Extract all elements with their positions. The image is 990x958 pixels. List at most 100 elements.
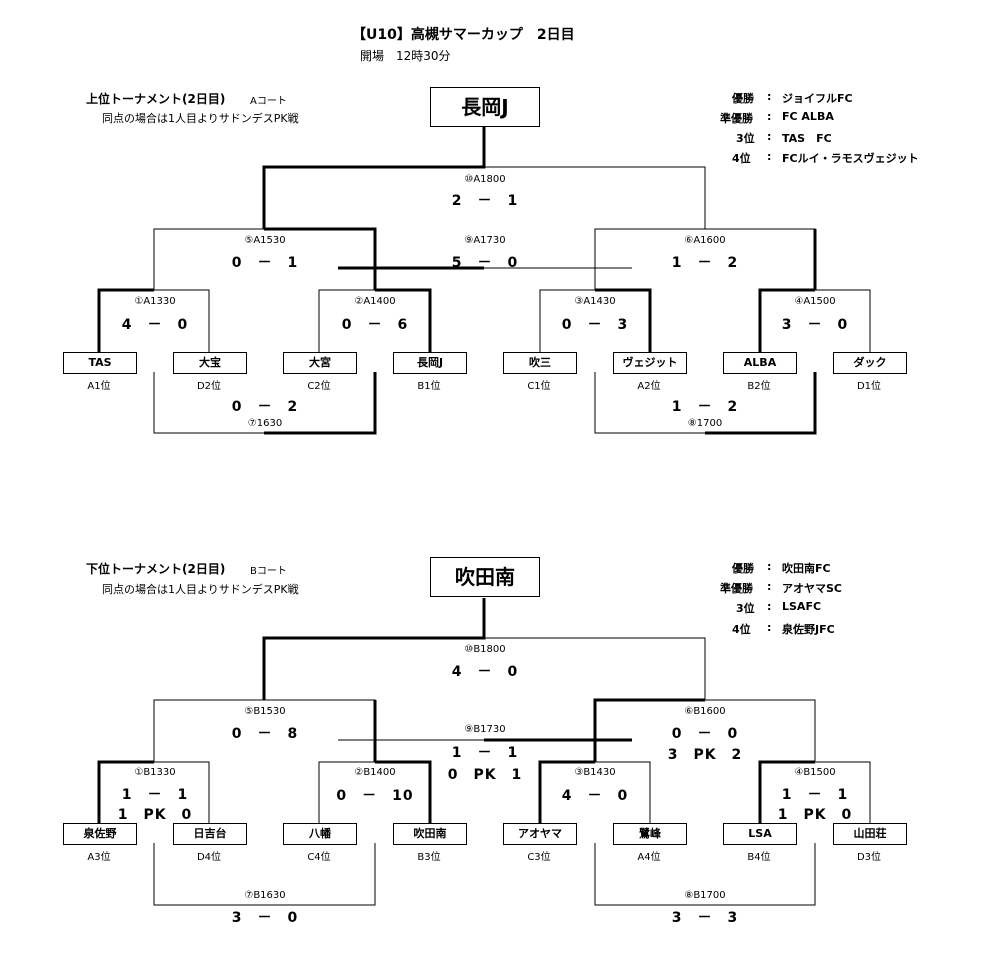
lower-team-6: 鷺峰 bbox=[613, 823, 687, 845]
lower-match-1-label: ①B1330 bbox=[134, 767, 176, 778]
upper-result-team: FC ALBA bbox=[782, 110, 834, 123]
upper-champion-box: 長岡J bbox=[430, 87, 540, 127]
lower-match-4-label: ④B1500 bbox=[794, 767, 836, 778]
lower-result-team: 泉佐野JFC bbox=[782, 623, 835, 636]
upper-result-rank: 準優勝 bbox=[720, 112, 753, 125]
upper-match-3-label: ③A1430 bbox=[574, 296, 616, 307]
upper-section-title: 上位トーナメント(2日目) bbox=[86, 92, 226, 106]
upper-team-4: 長岡J bbox=[393, 352, 467, 374]
lower-team-5-seed: C3位 bbox=[527, 852, 551, 863]
lower-result-rank: 準優勝 bbox=[720, 582, 753, 595]
upper-match-7-label: ⑦1630 bbox=[247, 418, 283, 429]
lower-team-7-seed: B4位 bbox=[747, 852, 771, 863]
upper-result-team: TAS FC bbox=[782, 132, 832, 145]
lower-team-8-seed: D3位 bbox=[856, 852, 882, 863]
lower-match-2-score: 0 － 10 bbox=[336, 788, 414, 804]
upper-result-rank: 4位 bbox=[732, 152, 751, 165]
upper-result-colon: : bbox=[767, 110, 772, 123]
upper-match-4-score: 3 － 0 bbox=[781, 317, 849, 333]
lower-team-6-seed: A4位 bbox=[637, 852, 661, 863]
lower-team-3: 八幡 bbox=[283, 823, 357, 845]
lower-team-4: 吹田南 bbox=[393, 823, 467, 845]
lower-match-10-score: 4 － 0 bbox=[451, 664, 519, 680]
lower-match-5-score: 0 － 8 bbox=[231, 726, 299, 742]
lower-match-8-score: 3 － 3 bbox=[671, 910, 739, 926]
upper-result-rank: 3位 bbox=[736, 132, 755, 145]
page-title: 【U10】高槻サマーカップ 2日目 bbox=[352, 27, 575, 43]
upper-match-4-label: ④A1500 bbox=[794, 296, 836, 307]
upper-match-9-score: 5 － 0 bbox=[451, 255, 519, 271]
upper-note: 同点の場合は1人目よりサドンデスPK戦 bbox=[102, 112, 299, 125]
lower-match-1-score: 1 － 1 bbox=[121, 787, 189, 803]
lower-team-4-seed: B3位 bbox=[417, 852, 441, 863]
lower-team-5: アオヤマ bbox=[503, 823, 577, 845]
upper-team-7: ALBA bbox=[723, 352, 797, 374]
upper-match-10-label: ⑩A1800 bbox=[464, 174, 506, 185]
upper-match-1-label: ①A1330 bbox=[134, 296, 176, 307]
lower-result-colon: : bbox=[767, 580, 772, 593]
lower-champion-box: 吹田南 bbox=[430, 557, 540, 597]
upper-result-colon: : bbox=[767, 150, 772, 163]
upper-match-8-label: ⑧1700 bbox=[687, 418, 723, 429]
upper-team-6-seed: A2位 bbox=[637, 381, 661, 392]
lower-match-3-score: 4 － 0 bbox=[561, 788, 629, 804]
lower-team-3-seed: C4位 bbox=[307, 852, 331, 863]
upper-team-3-seed: C2位 bbox=[307, 381, 331, 392]
upper-team-6: ヴェジット bbox=[613, 352, 687, 374]
lower-section-title: 下位トーナメント(2日目) bbox=[86, 562, 226, 576]
upper-team-4-seed: B1位 bbox=[417, 381, 441, 392]
upper-team-1: TAS bbox=[63, 352, 137, 374]
lower-match-4-pk: 1 PK 0 bbox=[777, 807, 853, 823]
lower-result-rank: 優勝 bbox=[732, 562, 754, 575]
upper-match-8-score: 1 － 2 bbox=[671, 399, 739, 415]
lower-match-6-pk: 3 PK 2 bbox=[667, 747, 743, 763]
upper-match-5-score: 0 － 1 bbox=[231, 255, 299, 271]
lower-team-2: 日吉台 bbox=[173, 823, 247, 845]
upper-court-label: Aコート bbox=[250, 96, 287, 107]
lower-match-2-label: ②B1400 bbox=[354, 767, 396, 778]
lower-result-team: 吹田南FC bbox=[782, 562, 831, 575]
lower-court-label: Bコート bbox=[250, 566, 287, 577]
lower-match-6-score: 0 － 0 bbox=[671, 726, 739, 742]
upper-result-rank: 優勝 bbox=[732, 92, 754, 105]
lower-team-1: 泉佐野 bbox=[63, 823, 137, 845]
lower-match-5-label: ⑤B1530 bbox=[244, 706, 286, 717]
upper-result-team: ジョイフルFC bbox=[782, 92, 853, 105]
upper-match-3-score: 0 － 3 bbox=[561, 317, 629, 333]
upper-team-2: 大宝 bbox=[173, 352, 247, 374]
upper-match-6-score: 1 － 2 bbox=[671, 255, 739, 271]
lower-match-7-score: 3 － 0 bbox=[231, 910, 299, 926]
lower-note: 同点の場合は1人目よりサドンデスPK戦 bbox=[102, 583, 299, 596]
lower-match-9-score: 1 － 1 bbox=[451, 745, 519, 761]
lower-match-9-label: ⑨B1730 bbox=[464, 724, 506, 735]
upper-match-10-score: 2 － 1 bbox=[451, 193, 519, 209]
lower-team-1-seed: A3位 bbox=[87, 852, 111, 863]
upper-team-5-seed: C1位 bbox=[527, 381, 551, 392]
upper-team-7-seed: B2位 bbox=[747, 381, 771, 392]
lower-result-colon: : bbox=[767, 621, 772, 634]
upper-team-3: 大宮 bbox=[283, 352, 357, 374]
lower-result-rank: 3位 bbox=[736, 602, 755, 615]
upper-match-2-label: ②A1400 bbox=[354, 296, 396, 307]
upper-team-5: 吹三 bbox=[503, 352, 577, 374]
lower-match-7-label: ⑦B1630 bbox=[244, 890, 286, 901]
upper-result-colon: : bbox=[767, 130, 772, 143]
lower-match-4-score: 1 － 1 bbox=[781, 787, 849, 803]
upper-match-9-label: ⑨A1730 bbox=[464, 235, 506, 246]
upper-team-2-seed: D2位 bbox=[196, 381, 222, 392]
upper-match-1-score: 4 － 0 bbox=[121, 317, 189, 333]
lower-match-10-label: ⑩B1800 bbox=[464, 644, 506, 655]
upper-match-2-score: 0 － 6 bbox=[341, 317, 409, 333]
lower-result-colon: : bbox=[767, 560, 772, 573]
upper-match-7-score: 0 － 2 bbox=[231, 399, 299, 415]
page-subtitle: 開場 12時30分 bbox=[360, 49, 451, 63]
upper-team-8-seed: D1位 bbox=[856, 381, 882, 392]
lower-result-rank: 4位 bbox=[732, 623, 751, 636]
lower-match-9-pk: 0 PK 1 bbox=[447, 767, 523, 783]
upper-match-6-label: ⑥A1600 bbox=[684, 235, 726, 246]
upper-result-team: FCルイ・ラモスヴェジット bbox=[782, 152, 919, 165]
lower-team-7: LSA bbox=[723, 823, 797, 845]
upper-team-8: ダック bbox=[833, 352, 907, 374]
upper-result-colon: : bbox=[767, 90, 772, 103]
